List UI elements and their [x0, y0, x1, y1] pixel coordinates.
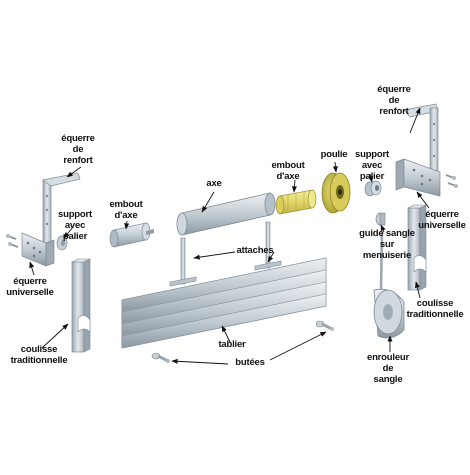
- label-embout-axe-left: embout d'axe: [109, 199, 143, 221]
- label-equerre-renfort-left: équerre de renfort: [61, 133, 95, 166]
- label-support-palier-right: support avec palier: [355, 149, 389, 182]
- guide-sangle-part: [375, 212, 386, 226]
- coulisse-left-part: [71, 258, 91, 353]
- label-tablier: tablier: [218, 339, 246, 350]
- label-coulisse-right: coulisse traditionnelle: [406, 298, 464, 320]
- enrouleur-part: [373, 288, 405, 339]
- poulie-part: [321, 172, 351, 214]
- embout-axe-left-part: [109, 222, 154, 248]
- label-equerre-renfort-right: équerre de renfort: [377, 84, 411, 117]
- axe-tube: [176, 192, 276, 236]
- butee-left-part: [151, 352, 170, 363]
- sangle-strap: [379, 231, 384, 291]
- coulisse-right-part: [407, 204, 427, 291]
- leader-lines: [29, 107, 430, 365]
- label-support-palier-left: support avec palier: [58, 209, 92, 242]
- butee-right-part: [315, 320, 334, 331]
- label-attaches: attaches: [236, 245, 274, 256]
- equerre-universelle-right-part: [395, 158, 441, 197]
- label-axe: axe: [206, 178, 222, 189]
- support-palier-right-part: [364, 180, 382, 197]
- label-equerre-universelle-left: équerre universelle: [6, 276, 54, 298]
- screws-left: [6, 234, 19, 248]
- embout-axe-right-part: [275, 189, 317, 215]
- label-guide-sangle: guide sangle sur menuiserie: [359, 228, 415, 261]
- label-embout-axe-right: embout d'axe: [271, 160, 305, 182]
- label-poulie: poulie: [320, 149, 348, 160]
- label-coulisse-left: coulisse traditionnelle: [10, 344, 68, 366]
- label-enrouleur: enrouleur de sangle: [366, 352, 409, 385]
- screws-right: [445, 174, 458, 188]
- label-butees: butées: [235, 357, 265, 368]
- support-palier-left-part: [56, 235, 68, 251]
- tablier-slats: [121, 257, 327, 349]
- equerre-universelle-left-part: [21, 232, 55, 267]
- label-equerre-universelle-right: équerre universelle: [418, 209, 466, 231]
- attaches-parts: [169, 221, 282, 287]
